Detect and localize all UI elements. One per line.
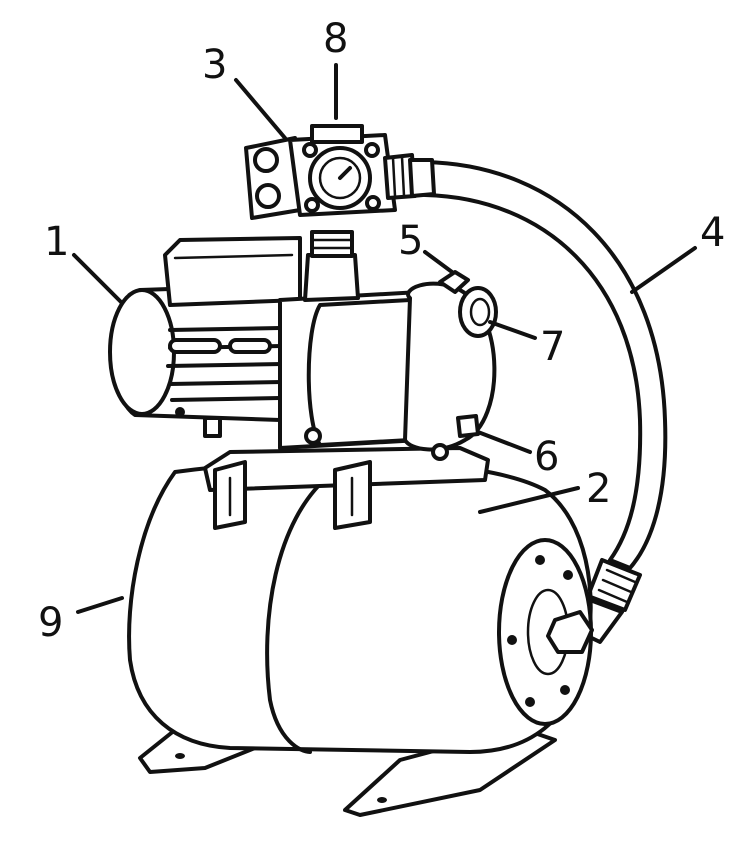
callout-6: 6 [534,434,559,480]
leader-1 [72,253,124,305]
drain-plug [456,414,480,438]
callout-4: 4 [700,210,725,256]
callout-7: 7 [540,324,565,370]
leader-9 [76,596,124,614]
leader-lines [72,63,697,614]
pressure-tank [127,458,594,817]
callout-3: 3 [202,42,227,88]
pressure-switch-assembly [244,124,436,220]
leader-7 [488,320,537,340]
tank-connector-nut [546,610,594,654]
pump-body [108,230,498,461]
callout-8: 8 [323,16,348,62]
terminal-box [163,236,302,307]
flexible-hose [423,160,668,644]
callout-1: 1 [44,219,69,265]
leader-3 [234,78,287,140]
leader-5 [423,250,454,274]
outlet-port [458,286,498,338]
pump-bracket [203,446,490,530]
callout-9: 9 [38,600,63,646]
leader-6 [476,430,532,454]
leader-2 [478,486,580,514]
gauge-top-fitting [310,124,364,144]
callout-labels: 1 2 3 4 5 6 7 8 9 [38,16,725,646]
fill-plug [438,270,470,294]
callout-5: 5 [398,218,423,264]
callout-2: 2 [586,466,611,512]
leader-4 [630,246,697,294]
